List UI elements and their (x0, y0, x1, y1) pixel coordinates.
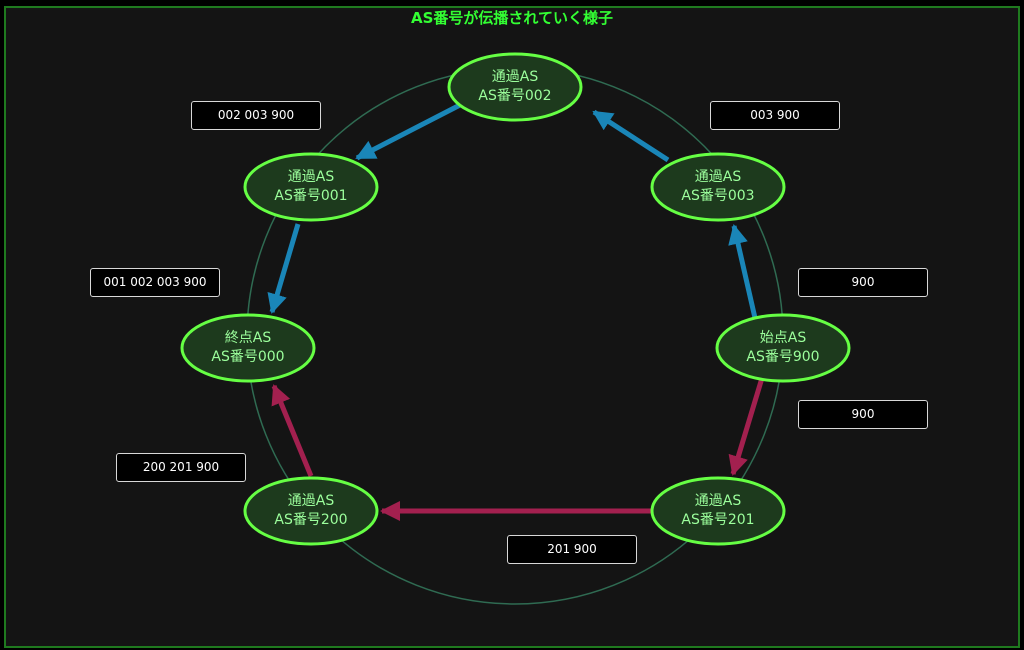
node-as201: 通過AS AS番号201 (653, 492, 783, 530)
node-as-number: AS番号003 (681, 188, 755, 204)
node-as200: 通過AS AS番号200 (246, 492, 376, 530)
node-as-number: AS番号201 (681, 512, 755, 528)
node-as002-ellipse (447, 52, 583, 122)
arrow-900-to-201 (728, 377, 765, 476)
as-path-box-201: 201 900 (507, 535, 637, 564)
as-path-box-200: 200 201 900 (116, 453, 246, 482)
node-as200-ellipse (243, 476, 379, 546)
node-role-label: 通過AS (694, 493, 742, 509)
node-as001-ellipse (243, 152, 379, 222)
as-path-box-002: 002 003 900 (191, 101, 321, 130)
arrow-200-to-000 (271, 384, 314, 477)
node-role-label: 通過AS (287, 493, 335, 509)
node-as-number: AS番号000 (211, 349, 285, 365)
node-role-label: 通過AS (694, 169, 742, 185)
node-as001: 通過AS AS番号001 (246, 168, 376, 206)
as-path-box-900-blue: 900 (798, 268, 928, 297)
node-as000-ellipse (180, 313, 316, 383)
node-role-label: 終点AS (224, 330, 272, 346)
node-as-number: AS番号200 (274, 512, 348, 528)
node-as003: 通過AS AS番号003 (653, 168, 783, 206)
node-as000: 終点AS AS番号000 (183, 329, 313, 367)
node-as-number: AS番号002 (478, 88, 552, 104)
arrow-001-to-000 (267, 223, 301, 314)
as-path-box-001: 001 002 003 900 (90, 268, 220, 297)
node-as201-ellipse (650, 476, 786, 546)
arrow-003-to-002 (592, 109, 670, 163)
node-role-label: 通過AS (491, 69, 539, 85)
node-as900-ellipse (715, 313, 851, 383)
node-as-number: AS番号001 (274, 188, 348, 204)
arrow-900-to-003 (728, 224, 758, 319)
as-path-box-003: 003 900 (710, 101, 840, 130)
node-as900: 始点AS AS番号900 (718, 329, 848, 367)
node-as-number: AS番号900 (746, 349, 820, 365)
arrow-002-to-001 (355, 102, 462, 161)
node-role-label: 始点AS (759, 330, 807, 346)
node-as003-ellipse (650, 152, 786, 222)
as-path-box-900-red: 900 (798, 400, 928, 429)
node-as002: 通過AS AS番号002 (450, 68, 580, 106)
node-role-label: 通過AS (287, 169, 335, 185)
diagram-title: AS番号が伝播されていく様子 (411, 9, 613, 27)
